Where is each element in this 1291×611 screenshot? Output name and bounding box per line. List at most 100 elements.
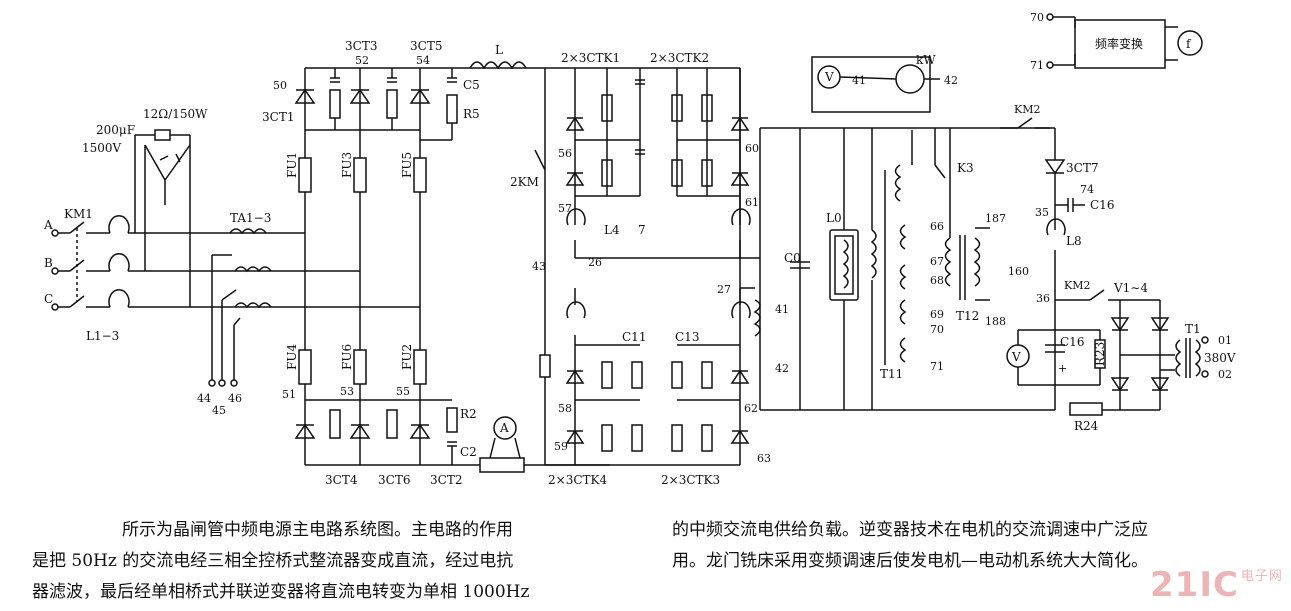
thyristor-mid-frequency-power-circuit: 12Ω/150W 200μF 1500V KM1 A B C L1−3 TA1−… [43,11,1236,487]
label-km2: KM2 [1014,103,1040,116]
label-t54: 54 [416,54,430,67]
label-t57: 57 [558,202,572,215]
label-2km: 2KM [510,175,539,189]
label-t7: 7 [638,223,646,237]
label-fu1: FU1 [285,152,299,178]
label-t58: 58 [558,402,572,415]
label-t51: 51 [282,388,296,401]
watermark-sub: 电子网 [1240,569,1283,584]
label-l0: L0 [826,211,842,225]
label-vm2: V [1011,350,1021,364]
label-phase-b: B [44,256,53,270]
label-km1: KM1 [64,207,93,221]
description-right: 的中频交流电供给负载。逆变器技术在电机的交流调速中广泛应 用。龙门铣床采用变频调… [672,515,1148,577]
label-freq-box: 频率变换 [1095,36,1143,51]
label-t70: 70 [930,323,944,336]
label-t46: 46 [228,392,242,405]
label-l13: L1−3 [86,329,119,343]
label-t68: 68 [930,274,944,287]
label-f-meter: f [1186,37,1192,51]
output-load-section [759,56,1209,416]
label-3ct6: 3CT6 [378,473,410,487]
label-3ct7: 3CT7 [1066,161,1098,175]
label-t66: 66 [930,220,944,233]
label-t67: 67 [930,255,944,268]
label-3ct4: 3CT4 [325,473,358,487]
label-ctk1: 2×3CTK1 [561,51,620,65]
label-3ct5: 3CT5 [410,39,442,53]
label-t12: T12 [956,309,979,323]
label-t01: 01 [1218,334,1232,347]
frequency-converter [1046,13,1203,69]
label-c13: C13 [675,330,699,344]
label-t11: T11 [880,367,903,381]
three-phase-input [51,129,300,387]
label-t63: 63 [757,452,771,465]
label-r24: R24 [1074,419,1099,433]
label-t74: 74 [1080,183,1094,196]
label-t59: 59 [554,440,568,453]
label-t44: 44 [197,392,211,405]
label-t53: 53 [340,385,354,398]
label-c5: C5 [463,78,480,92]
label-t56: 56 [558,147,572,160]
label-c0: C0 [784,251,801,265]
label-3ct3: 3CT3 [345,39,377,53]
label-t62: 62 [744,402,758,415]
label-t41b: 41 [775,303,789,316]
label-r5: R5 [463,107,480,121]
label-ctk3: 2×3CTK3 [661,473,720,487]
label-c11: C11 [622,330,646,344]
label-cap: 200μF [96,123,135,137]
label-t69: 69 [930,308,944,321]
label-t42: 42 [944,74,958,87]
label-fu5: FU5 [400,152,414,178]
three-phase-rectifier [294,67,610,473]
label-t160: 160 [1008,265,1029,278]
label-t1: T1 [1185,322,1201,336]
label-ctk4: 2×3CTK4 [548,473,607,487]
label-fu6: FU6 [340,344,354,370]
label-ctk2: 2×3CTK2 [650,51,709,65]
label-3ct1: 3CT1 [262,110,294,124]
label-t60: 60 [745,142,759,155]
label-f70: 70 [1030,11,1044,24]
label-t71: 71 [930,360,944,373]
label-t02: 02 [1218,368,1232,381]
label-plus: + [1058,362,1067,375]
single-phase-inverter [534,67,761,466]
label-t50: 50 [273,79,287,92]
label-choke-l: L [495,43,503,57]
dc-choke [469,61,527,70]
label-c2: C2 [460,445,477,459]
label-t43: 43 [532,260,546,273]
label-k3: K3 [957,161,974,175]
label-t45: 45 [212,404,226,417]
label-t61: 61 [745,196,759,209]
label-voltmeter: V [824,70,834,84]
label-ta13: TA1−3 [230,211,271,225]
label-l4: L4 [604,223,620,237]
label-phase-a: A [43,218,53,232]
label-t35: 35 [1035,206,1049,219]
label-l8: L8 [1066,234,1082,248]
paragraph-line-4: 的中频交流电供给负载。逆变器技术在电机的交流调速中广泛应 [672,520,1148,540]
label-t52: 52 [355,54,369,67]
description-left: 所示为晶闸管中频电源主电路系统图。主电路的作用 是把 50Hz 的交流电经三相全… [32,515,529,608]
label-fu4: FU4 [285,344,299,370]
label-c16-top: C16 [1090,198,1114,212]
label-r-snubber: 12Ω/150W [143,107,208,121]
label-v14: V1∼4 [1113,281,1148,295]
label-r2: R2 [460,407,477,421]
diagram-labels: 12Ω/150W 200μF 1500V KM1 A B C L1−3 TA1−… [43,11,1236,487]
label-t26: 26 [588,256,602,269]
label-t187: 187 [985,212,1006,225]
label-c16: C16 [1060,335,1084,349]
watermark-main: 21IC [1150,565,1239,605]
label-t55: 55 [396,385,410,398]
label-t41: 41 [852,74,866,87]
label-fu2: FU2 [400,344,414,370]
label-3ct2: 3CT2 [430,473,462,487]
label-r23: R23 [1093,342,1107,366]
